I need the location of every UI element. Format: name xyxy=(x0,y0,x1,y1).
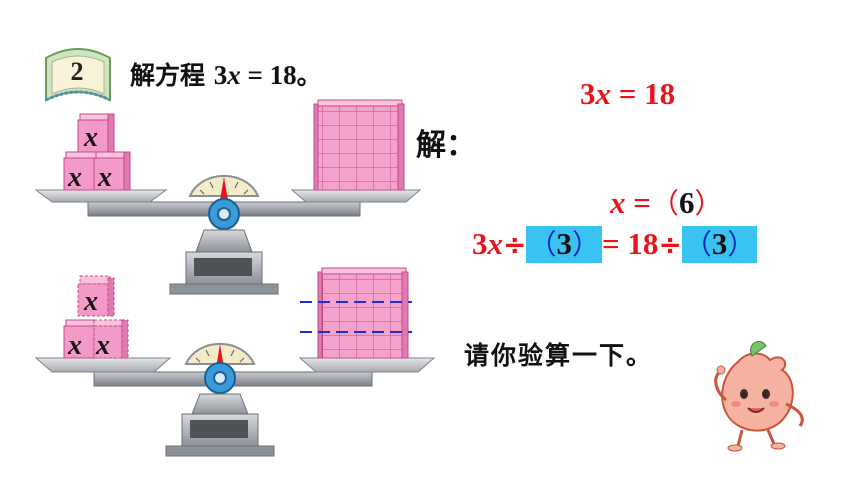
block-x-label: x xyxy=(95,330,110,361)
block-x-label: x xyxy=(83,286,98,317)
block-x-label: x xyxy=(67,162,82,193)
bottom-left-blocks: x x x xyxy=(63,275,129,361)
problem-prefix: 解方程 xyxy=(130,61,206,90)
problem-equation: 3x = 18 xyxy=(213,60,297,90)
top-scale: x x x xyxy=(34,99,422,295)
answer-line: x =（6） xyxy=(610,185,723,220)
top-left-blocks: x x x xyxy=(63,113,131,193)
answer-value: 6 xyxy=(678,185,695,220)
block-x-label: x xyxy=(97,162,112,193)
top-right-cubes xyxy=(313,99,405,191)
book-badge-icon xyxy=(45,48,111,102)
block-x-label: x xyxy=(83,122,98,153)
equation-top: 3x = 18 xyxy=(580,76,676,111)
divisor-box-left: （3） xyxy=(526,226,602,263)
bottom-scale: x x x xyxy=(34,267,436,457)
verify-prompt: 请你验算一下。 xyxy=(464,341,654,370)
bottom-right-cubes xyxy=(300,267,412,359)
problem-number: 2 xyxy=(70,57,84,86)
division-step: 3x÷（3）= 18÷（3） xyxy=(472,226,758,263)
problem-statement: 解方程 3x = 18。 xyxy=(130,60,322,90)
divisor-box-right: （3） xyxy=(681,226,758,263)
solution-label: 解： xyxy=(416,128,476,163)
block-x-label: x xyxy=(67,330,82,361)
character-mascot-icon xyxy=(714,341,804,452)
